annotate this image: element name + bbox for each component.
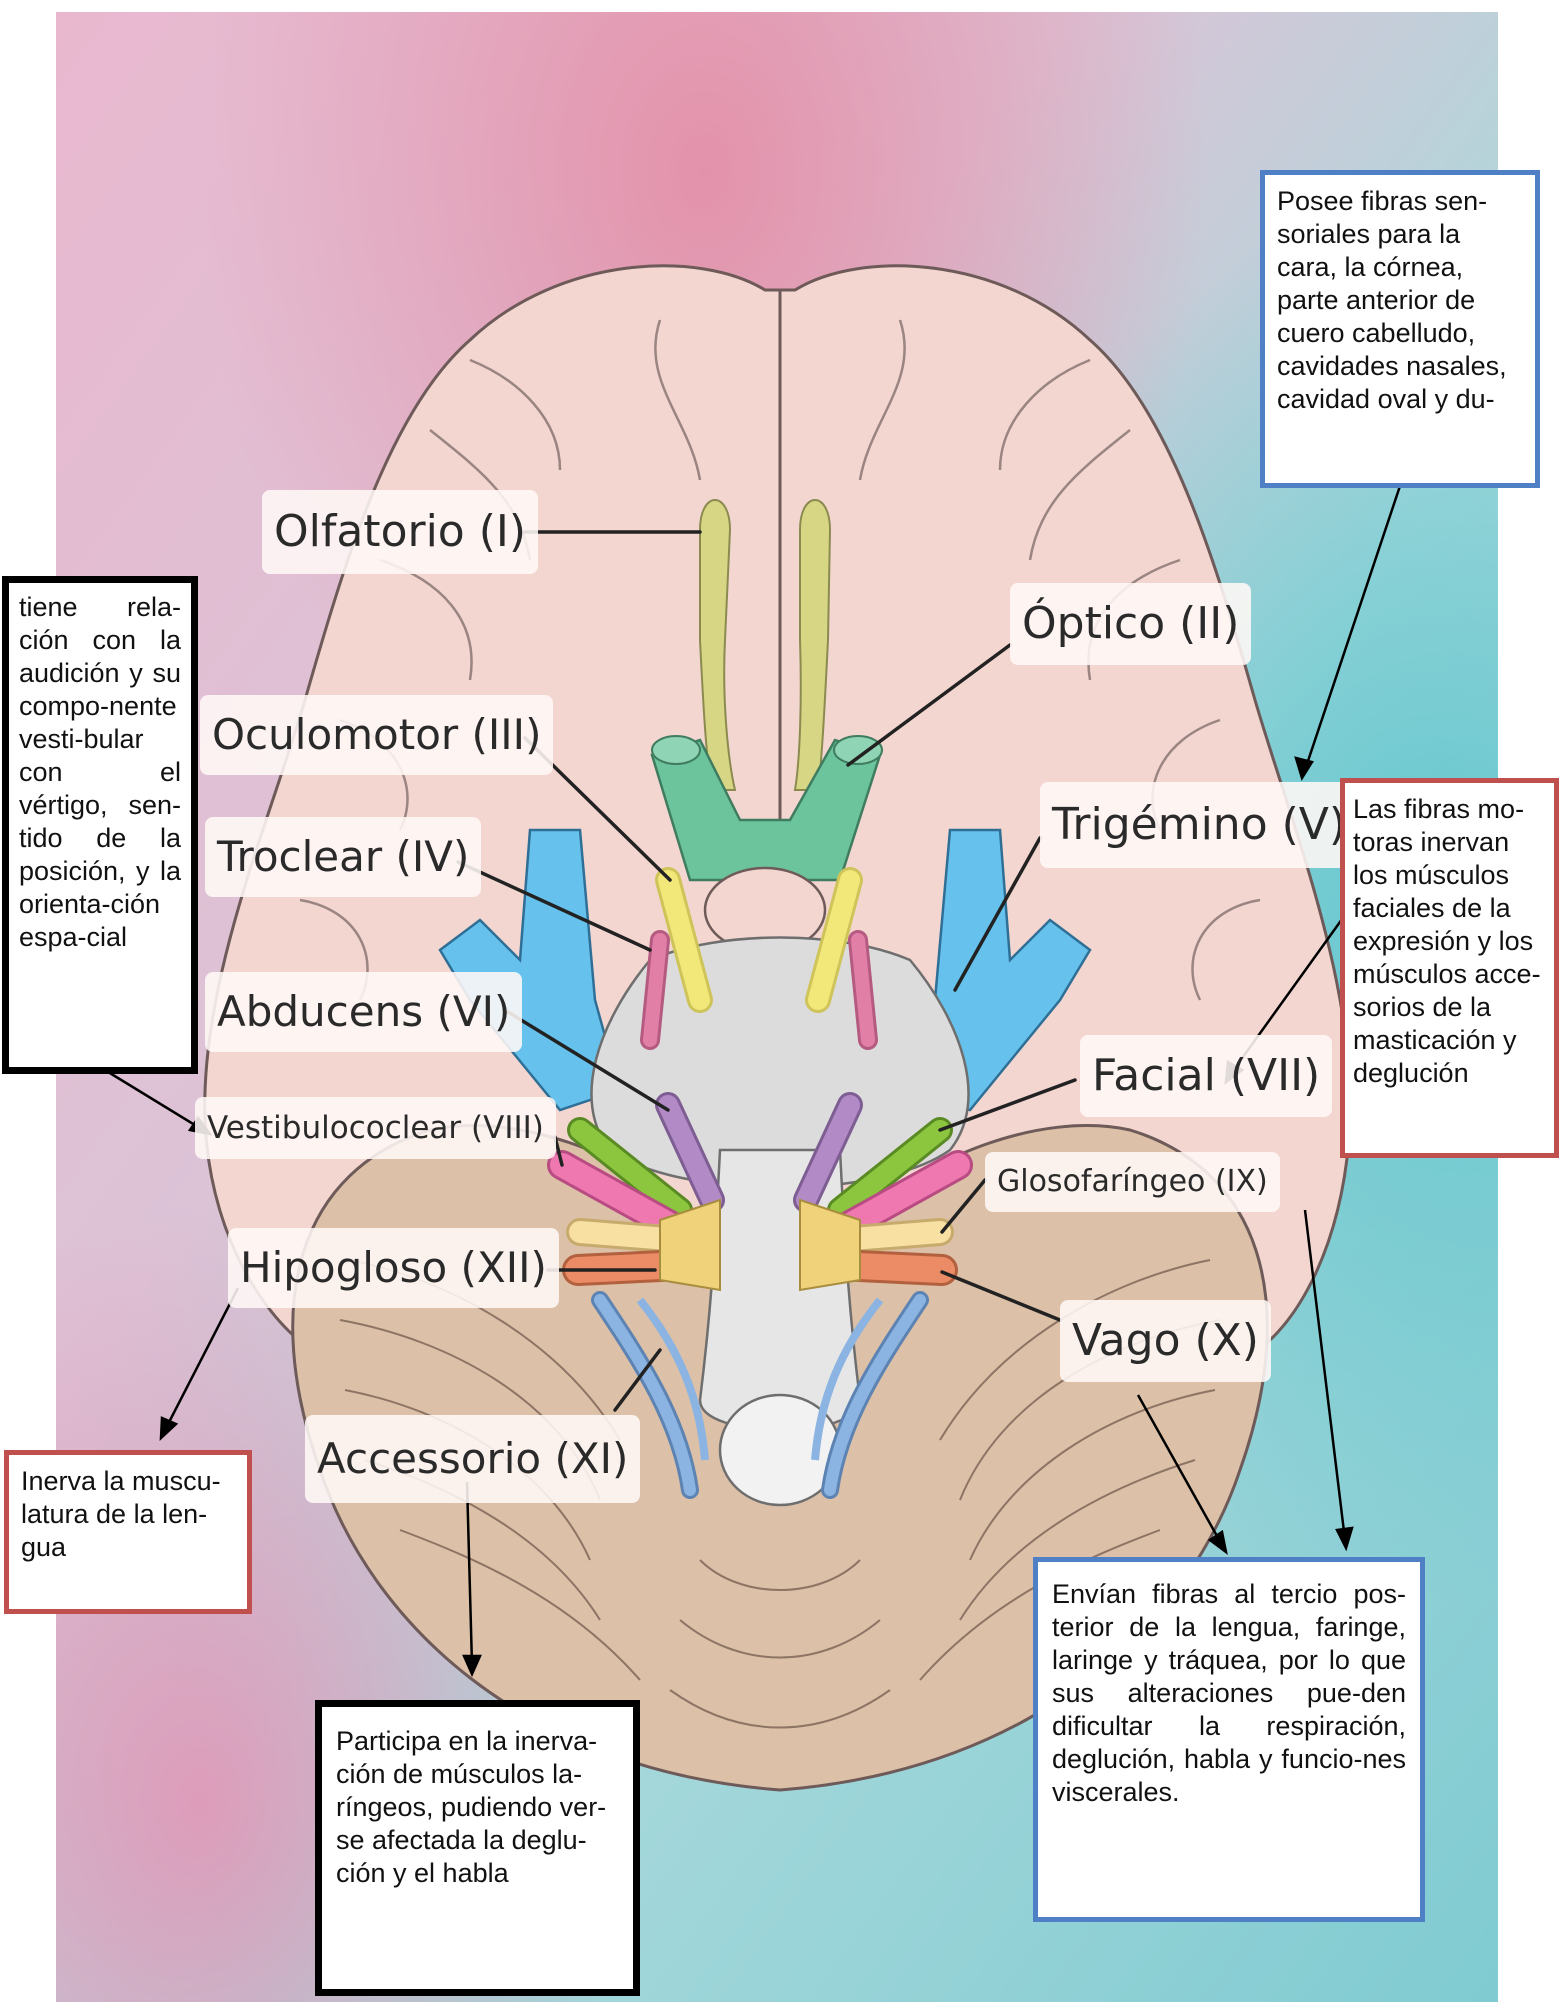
- label-optico: Óptico (II): [1010, 583, 1251, 665]
- note-trigemino: Posee fibras sen-soriales para la cara, …: [1260, 170, 1540, 488]
- note-facial: Las fibras mo-toras inervan los músculos…: [1340, 778, 1559, 1158]
- label-hipogloso: Hipogloso (XII): [228, 1228, 559, 1308]
- note-glosofaringeo-vago: Envían fibras al tercio pos-terior de la…: [1033, 1557, 1425, 1922]
- label-trigemino: Trigémino (V): [1040, 782, 1358, 868]
- label-oculomotor: Oculomotor (III): [200, 695, 553, 775]
- label-olfatorio: Olfatorio (I): [262, 490, 538, 574]
- note-accessorio: Participa en la inerva-ción de músculos …: [315, 1700, 640, 1996]
- label-glosofaringeo: Glosofaríngeo (IX): [985, 1152, 1280, 1212]
- label-troclear: Troclear (IV): [205, 817, 481, 897]
- medulla: [700, 1150, 860, 1430]
- label-abducens: Abducens (VI): [205, 972, 522, 1052]
- label-accessorio: Accessorio (XI): [305, 1415, 640, 1503]
- label-vago: Vago (X): [1060, 1300, 1271, 1382]
- label-facial: Facial (VII): [1080, 1035, 1332, 1117]
- note-vestibulococlear: tiene rela-ción con la audición y su com…: [2, 576, 198, 1074]
- note-hipogloso: Inerva la muscu-latura de la len-gua: [4, 1450, 252, 1614]
- label-vestibulococlear: Vestibulococlear (VIII): [195, 1097, 556, 1159]
